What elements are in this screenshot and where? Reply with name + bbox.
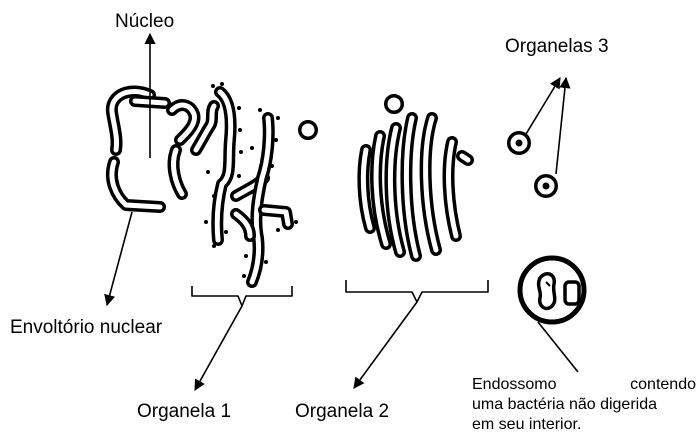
organelas3-label: Organelas 3	[505, 37, 609, 56]
organelas3-drawing	[513, 137, 552, 192]
endossomo-caption: Endossomo contendo uma bactéria não dige…	[472, 375, 696, 435]
organela2-label: Organela 2	[295, 402, 389, 421]
vesicle-near-er	[304, 126, 312, 134]
contendo-word: contendo	[630, 375, 696, 395]
envoltorio-arrow	[107, 212, 132, 305]
organela1-brace	[192, 286, 292, 390]
organela2-drawing	[363, 100, 468, 256]
endossomo-word: Endossomo	[472, 375, 557, 395]
organela2-brace	[346, 280, 488, 388]
organelas3-arrows	[526, 78, 566, 174]
nucleo-label: Núcleo	[115, 12, 174, 31]
endossomo-caption-line2: uma bactéria não digerida	[472, 395, 696, 415]
endossomo-caption-line1: Endossomo contendo	[472, 375, 696, 395]
endosome-drawing	[520, 258, 584, 322]
nucleus-drawing	[112, 91, 195, 207]
endossomo-pointer	[538, 322, 578, 372]
organela1-label: Organela 1	[137, 402, 231, 421]
envoltorio-nuclear-label: Envoltório nuclear	[10, 318, 162, 337]
organela1-drawing	[196, 82, 298, 282]
endossomo-caption-line3: em seu interior.	[472, 415, 696, 435]
